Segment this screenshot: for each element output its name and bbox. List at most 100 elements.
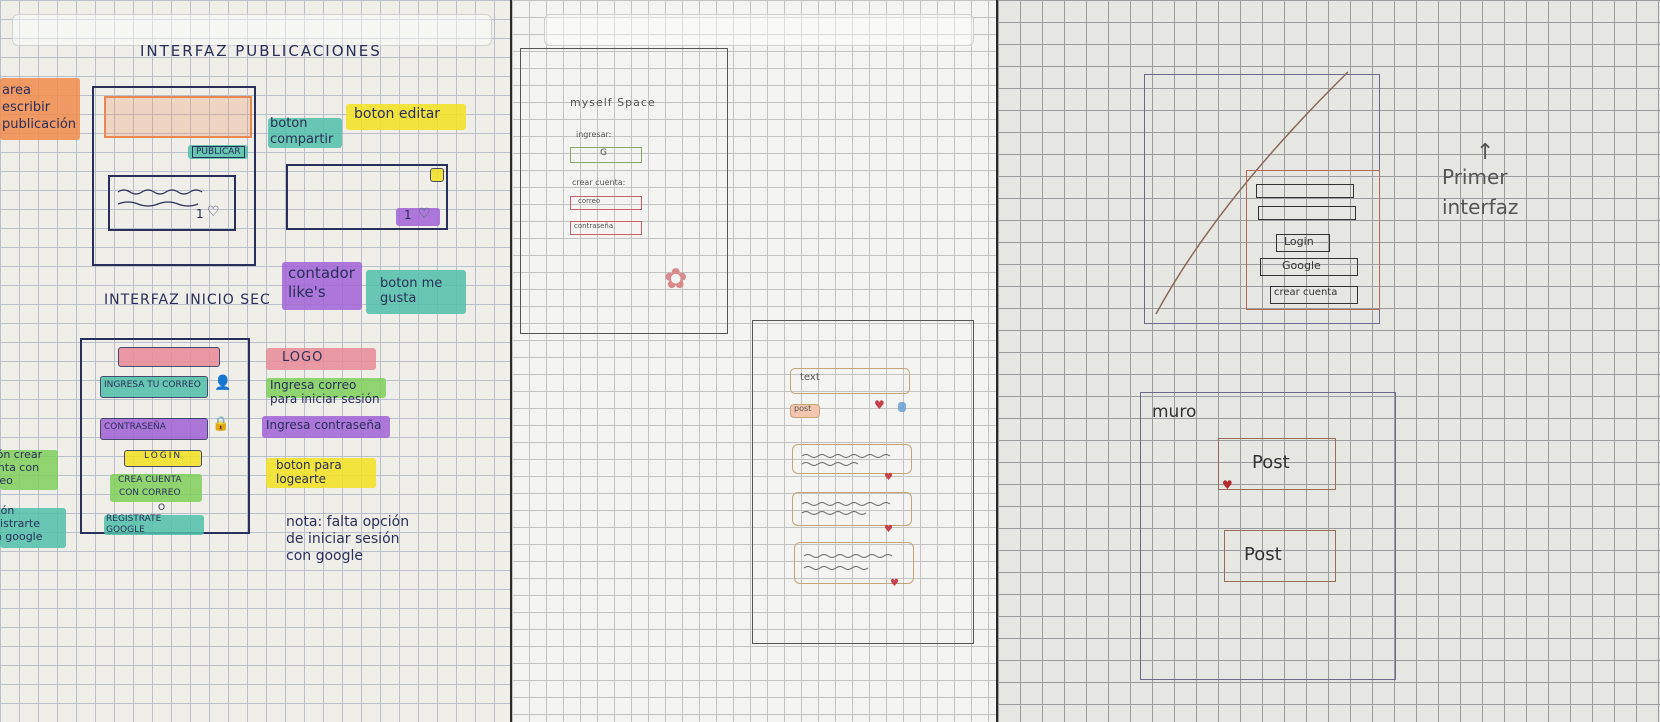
password-field-2[interactable] [570,221,642,235]
label-like-btn: boton me gusta [380,276,443,306]
label-email: Ingresa correo para iniciar sesión [270,378,380,406]
post-card-1 [108,175,236,231]
trash-icon[interactable] [898,402,906,412]
login-button-3[interactable] [1276,234,1330,252]
label-share: boton compartir [270,116,334,147]
like-count-2: 1 [404,208,412,222]
post-scribble-1 [801,454,891,466]
heart-icon[interactable]: ♡ [207,204,220,220]
paper-top-tab [12,14,492,46]
google-register-button[interactable]: REGISTRATE GOOGLE [106,514,162,535]
edit-icon[interactable] [430,168,444,182]
publications-frame [92,86,256,266]
title-login: INTERFAZ INICIO SEC [104,292,271,308]
create-label-3: crear cuenta [1274,287,1338,298]
highlight-teal-like-btn [366,270,466,314]
like-highlight-purple [396,208,440,226]
post-card-2 [286,164,448,230]
highlight-orange [0,78,80,140]
email-row[interactable] [1256,184,1354,198]
create-account-bg [110,474,202,502]
post-button-label: post [794,404,812,413]
post-scribble-3 [803,554,893,570]
paper-top-tab-2 [544,14,974,46]
highlight-green-create [0,450,58,490]
sketch-publications-login: INTERFAZ PUBLICACIONES area escribir pub… [0,0,510,722]
post-label-2: Post [1244,544,1282,565]
highlight-yellow-edit [346,104,466,130]
highlight-yellow-login [266,458,376,488]
mobile-feed-frame [752,320,974,644]
first-interface-label: Primer interfaz [1442,165,1519,219]
password-field[interactable]: CONTRASEÑA [104,422,166,432]
login-button-bg [124,450,202,467]
password-label-2: contraseña [574,222,614,230]
feed-post-1 [792,444,912,474]
publish-button[interactable]: PUBLICAR [192,146,245,158]
flower-icon: ✿ [664,262,688,295]
post-card-3b [1224,530,1336,582]
user-icon: 👤 [214,375,232,391]
sketch-first-interface: Login Google crear cuenta ↑ Primer inter… [998,0,1660,722]
password-row[interactable] [1258,206,1356,220]
label-login-btn: boton para logearte [276,458,342,486]
google-letter: G [600,148,607,158]
create-account-link[interactable]: CREA CUENTA CON CORREO [118,475,182,498]
google-button-3[interactable] [1260,258,1358,276]
post-button[interactable] [790,404,820,418]
lock-icon: 🔒 [212,416,230,432]
email-field-2[interactable] [570,196,642,210]
post-text-scribble-1 [117,189,203,207]
wall-title: muro [1152,402,1197,422]
create-caption: crear cuenta: [572,178,626,187]
login-card-outline [1246,170,1380,310]
login-label-3: Login [1284,235,1314,248]
heart-icon-7[interactable]: ♥ [1222,478,1233,492]
highlight-teal-google [0,508,66,548]
sketch-mobile: myself Space ingresar: G crear cuenta: c… [512,0,996,722]
login-button[interactable]: LOGIN [144,451,183,461]
mobile-login-frame [520,48,728,334]
highlight-pink-logo [266,348,376,370]
google-login-button[interactable] [570,147,642,163]
heart-icon-6[interactable]: ♥ [890,578,899,589]
label-create: Botón crear cuenta con correo [0,448,43,487]
brand-title: myself Space [570,96,656,109]
publish-highlight [188,145,248,159]
login-caption: ingresar: [576,130,612,139]
create-account-button-3[interactable] [1270,286,1358,304]
label-google: Botón registrarte con google [0,504,43,543]
email-field[interactable]: INGRESA TU CORREO [104,380,201,390]
label-edit: boton editar [354,106,441,122]
heart-icon-2[interactable]: ♡ [418,206,431,222]
feed-post-2 [792,492,912,526]
heart-icon-3[interactable]: ♥ [874,398,885,412]
diagonal-stroke [1155,71,1349,315]
label-password: Ingresa contraseña [266,418,382,432]
highlight-purple-likes [282,262,362,310]
email-label-2: correo [578,197,601,205]
title-publications: INTERFAZ PUBLICACIONES [140,42,382,60]
like-count-1: 1 [196,207,204,221]
google-label-3: Google [1282,259,1321,272]
highlight-purple-password [262,416,390,438]
highlight-teal-share [268,118,342,148]
note: nota: falta opción de iniciar sesión con… [286,514,410,564]
label-likes: contador like's [288,264,355,301]
label-area: area escribir publicación [2,83,77,132]
post-input[interactable] [790,368,910,394]
heart-icon-4[interactable]: ♥ [884,472,893,483]
heart-icon-5[interactable]: ♥ [884,524,893,535]
label-logo: LOGO [282,350,324,365]
password-field-bg [100,418,208,440]
arrow-up-icon: ↑ [1476,140,1495,165]
post-textarea[interactable] [104,96,252,138]
post-label-1: Post [1252,452,1290,473]
post-input-text: text [800,372,820,383]
email-field-bg [100,376,208,398]
google-btn-bg [104,515,204,535]
wall-frame [1140,392,1396,680]
highlight-green-email [266,378,386,398]
logo-placeholder [118,347,220,367]
post-card-3a [1218,438,1336,490]
